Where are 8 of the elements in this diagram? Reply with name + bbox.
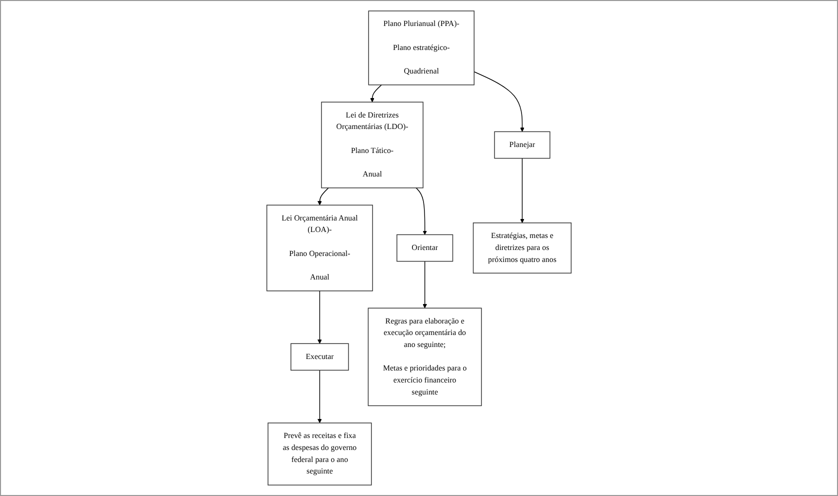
arrow: [474, 71, 524, 132]
arrow: [318, 370, 322, 424]
arrow: [520, 158, 524, 224]
arrow: [318, 290, 322, 344]
arrow: [370, 84, 382, 102]
arrow: [318, 188, 329, 206]
arrow: [416, 188, 427, 235]
arrow: [422, 260, 427, 308]
